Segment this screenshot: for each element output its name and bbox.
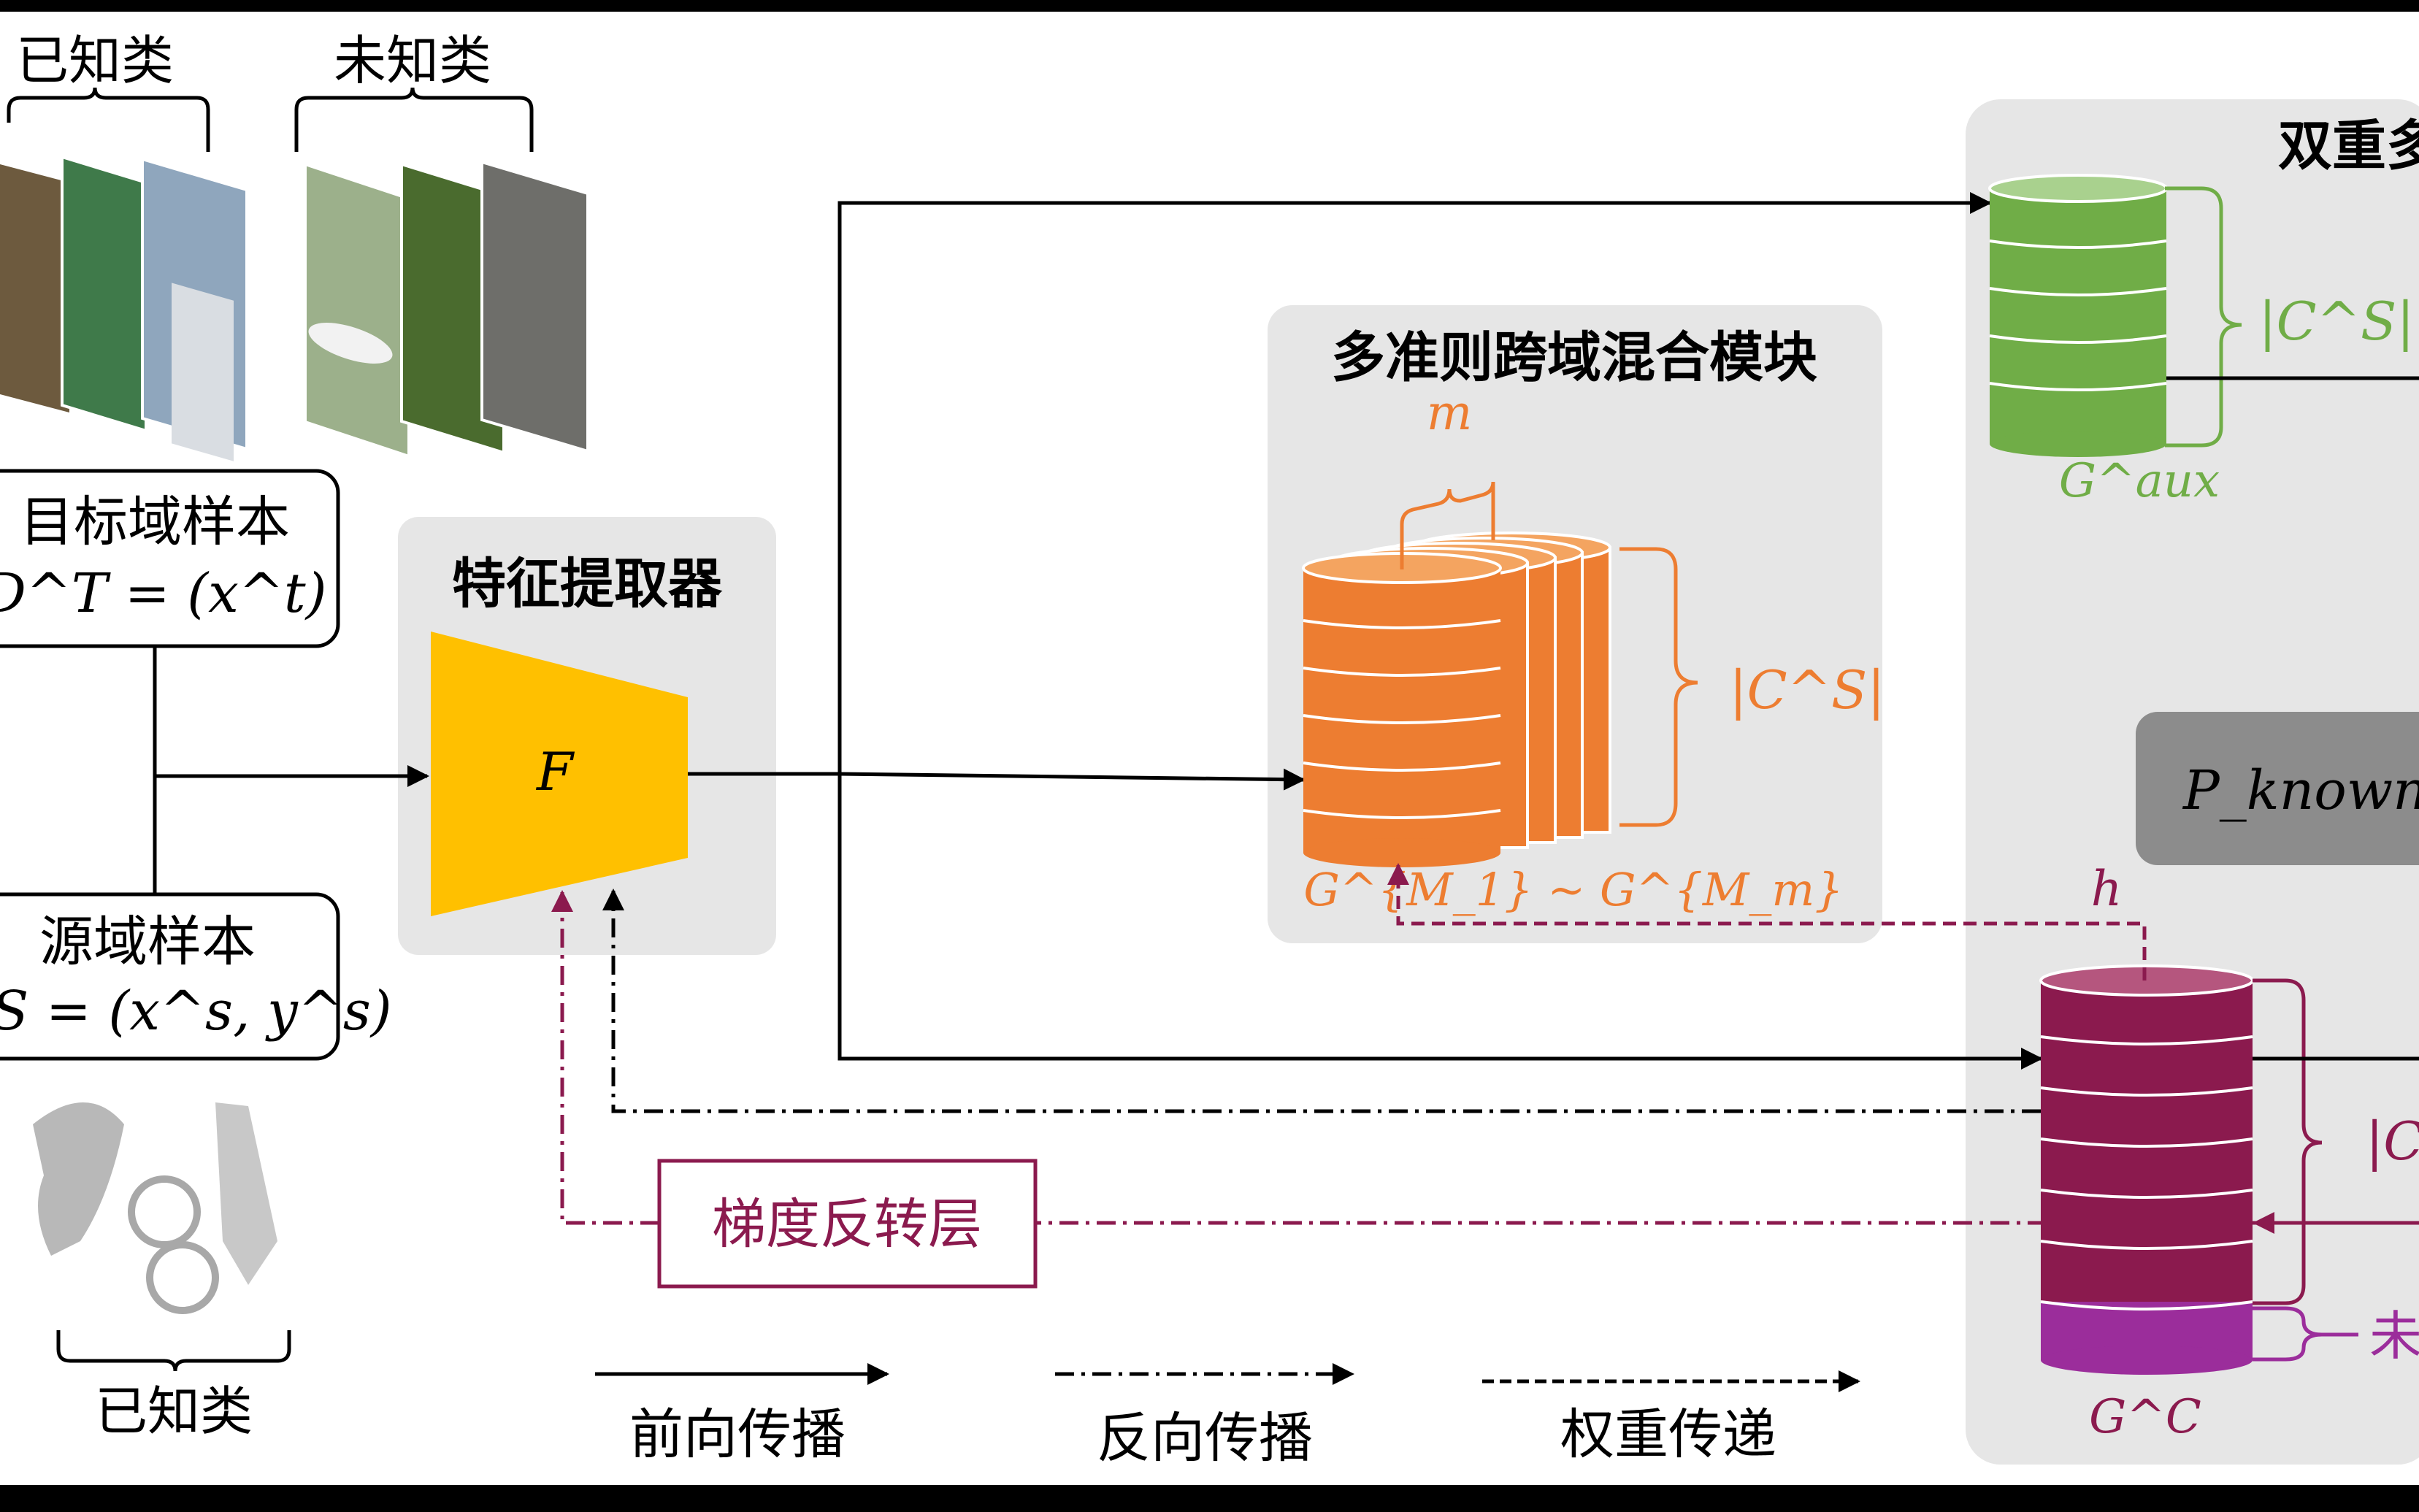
crimson-cs-label: |C xyxy=(2366,1110,2419,1172)
m-label: m xyxy=(1427,385,1473,441)
green-cs-label: |C^S| xyxy=(2258,291,2414,352)
to-aux-arrow xyxy=(837,192,1992,774)
known-class-target-images xyxy=(0,155,248,461)
legend-forward-label: 前向传播 xyxy=(629,1403,846,1466)
source-sample-title: 源域样本 xyxy=(39,910,256,973)
unknown-top-label: 未知类 xyxy=(334,30,491,91)
legend: 前向传播 反向传播 权重传递 xyxy=(595,1363,1860,1470)
green-cs-brace xyxy=(2165,186,2242,448)
extractor-symbol: F xyxy=(535,741,575,802)
to-mixing-arrow xyxy=(839,768,1306,791)
known-bottom-label: 已知类 xyxy=(95,1381,253,1442)
h-label: h xyxy=(2091,861,2123,917)
grl-box xyxy=(657,1159,1038,1289)
source-sample-formula: D^S = (x^s, y^s) xyxy=(0,980,392,1043)
pknown-label: P_known(x xyxy=(2182,759,2419,822)
gc-label: G^C xyxy=(2089,1390,2201,1444)
feature-extractor-shape xyxy=(431,632,688,916)
m-brace xyxy=(1400,481,1495,569)
known-bottom-brace xyxy=(56,1330,291,1372)
top-bar xyxy=(0,0,2419,12)
target-sample-formula: D^T = (x^t) xyxy=(0,562,326,625)
unknown-class-target-images xyxy=(304,160,589,458)
mixing-classifier-stack xyxy=(1302,531,1611,867)
target-sample-title: 目标域样本 xyxy=(20,491,290,553)
known-top-label: 已知类 xyxy=(16,30,174,91)
pknown-box xyxy=(2136,712,2419,865)
grl-label: 梯度反转层 xyxy=(712,1193,982,1256)
unknown-top-brace xyxy=(294,87,534,152)
orange-cs-label: |C^S| xyxy=(1729,659,1885,721)
crimson-cs-brace xyxy=(2253,978,2323,1305)
extractor-title: 特征提取器 xyxy=(452,553,723,615)
bottom-bar xyxy=(0,1485,2419,1512)
mixing-module-title: 多准则跨域混合模块 xyxy=(1331,326,1817,389)
gm-label: G^{M_1} ~ G^{M_m} xyxy=(1303,863,1843,916)
main-classifier-cylinder xyxy=(2039,964,2254,1375)
weight-transfer-line xyxy=(1387,863,2147,981)
backward-propagation-line xyxy=(602,889,2041,1113)
aux-classifier-cylinder xyxy=(1988,174,2168,457)
known-top-brace xyxy=(7,87,210,152)
legend-weight-label: 权重传递 xyxy=(1560,1403,1776,1466)
orange-cs-brace xyxy=(1619,547,1698,827)
unknown-right-label: 未 xyxy=(2369,1305,2419,1367)
gaux-label: G^aux xyxy=(2059,454,2220,508)
to-classifier-arrow xyxy=(837,774,2043,1070)
known-class-source-images xyxy=(33,1102,277,1314)
dual-module-title: 双重多 xyxy=(2278,115,2419,177)
legend-backward-label: 反向传播 xyxy=(1097,1407,1313,1470)
